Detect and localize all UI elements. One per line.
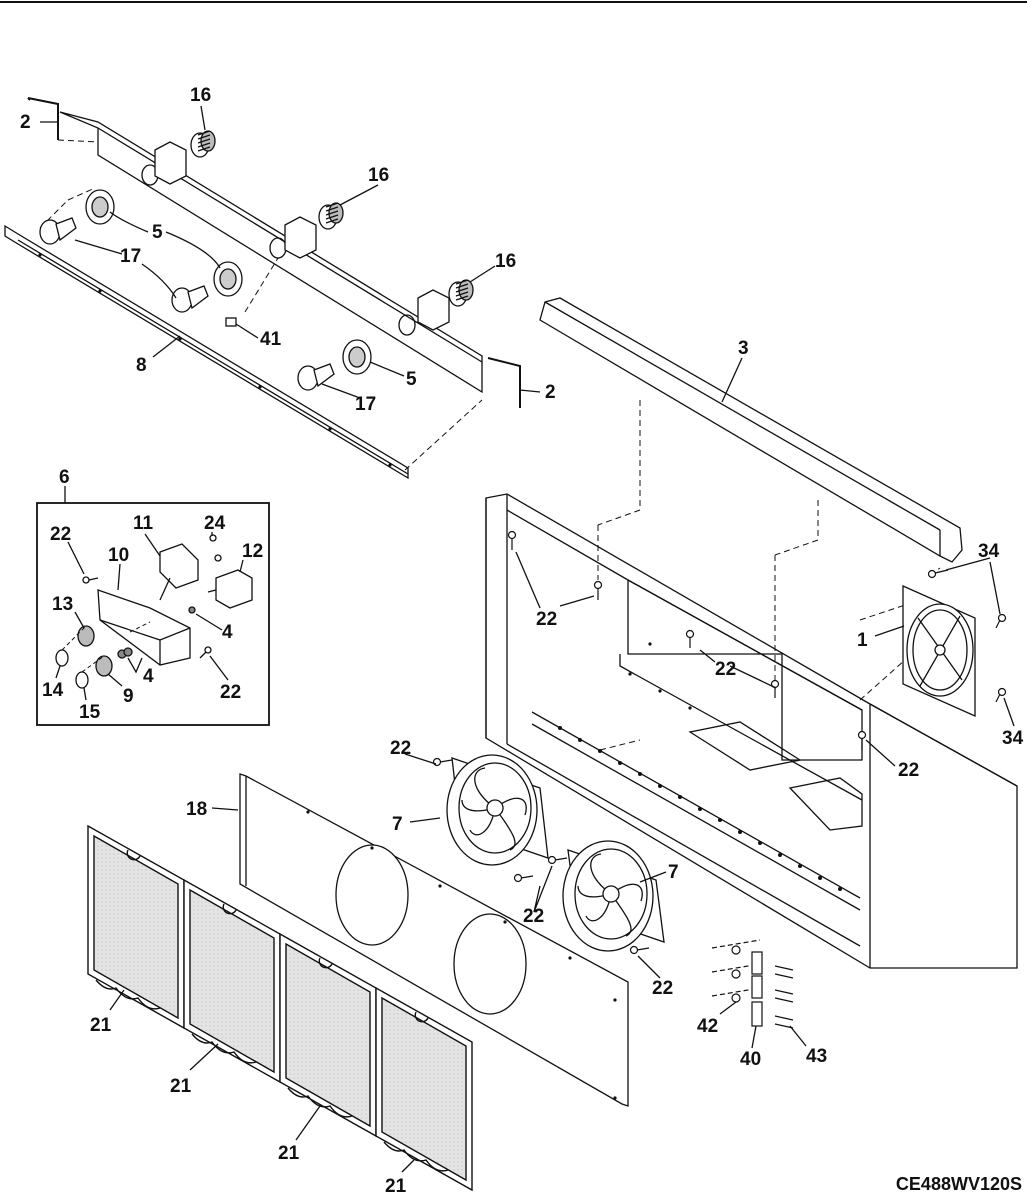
lamp-17b <box>172 286 208 312</box>
callout-22: 22 <box>50 524 71 545</box>
callout-16: 16 <box>190 85 211 106</box>
callout-13: 13 <box>52 594 73 615</box>
callout-34: 34 <box>1002 728 1024 749</box>
callout-2: 2 <box>20 112 31 133</box>
callout-2: 2 <box>545 382 556 403</box>
callout-17: 17 <box>355 394 376 415</box>
callout-16: 16 <box>495 251 516 272</box>
callout-5: 5 <box>406 369 417 390</box>
callout-1: 1 <box>857 630 868 651</box>
callout-43: 43 <box>806 1046 827 1067</box>
callout-18: 18 <box>186 799 207 820</box>
terminal-blocks <box>712 940 793 1028</box>
fan-guard-plate <box>903 586 975 716</box>
callout-3: 3 <box>738 338 749 359</box>
callout-15: 15 <box>79 702 101 723</box>
fan-7b <box>563 841 664 951</box>
callout-10: 10 <box>108 545 129 566</box>
callout-42: 42 <box>697 1016 718 1037</box>
reference-code: CE488WV120S <box>896 1174 1022 1194</box>
retainer-ring-b <box>214 262 242 296</box>
light-bar-assembly <box>5 98 520 478</box>
filter-1 <box>88 826 184 1028</box>
callout-9: 9 <box>123 686 134 707</box>
callout-22: 22 <box>898 760 919 781</box>
callout-16: 16 <box>368 165 389 186</box>
callout-12: 12 <box>242 541 263 562</box>
socket-16a <box>191 131 215 157</box>
callout-14: 14 <box>42 680 64 701</box>
end-bracket-left <box>28 98 58 140</box>
filter-4 <box>376 988 472 1190</box>
callout-11: 11 <box>133 513 154 534</box>
fan-7a <box>447 755 548 865</box>
callout-34: 34 <box>978 541 1000 562</box>
socket-16c <box>449 280 473 306</box>
callout-7: 7 <box>392 814 403 835</box>
lamp-17a <box>40 218 76 244</box>
callout-41: 41 <box>260 329 282 350</box>
callout-22: 22 <box>523 906 544 927</box>
callout-6: 6 <box>59 467 70 488</box>
socket-16b <box>319 203 343 229</box>
callout-22: 22 <box>715 659 736 680</box>
callout-21: 21 <box>170 1076 192 1097</box>
callout-8: 8 <box>136 355 147 376</box>
callout-22: 22 <box>390 738 411 759</box>
callout-22: 22 <box>652 978 673 999</box>
filter-3 <box>280 934 376 1136</box>
connector-41 <box>226 318 236 326</box>
callout-5: 5 <box>152 222 163 243</box>
retainer-ring-a <box>86 190 114 224</box>
top-cover <box>540 298 962 562</box>
end-bracket-right <box>488 358 520 408</box>
callout-21: 21 <box>90 1015 112 1036</box>
callout-4: 4 <box>143 666 154 687</box>
callout-22: 22 <box>220 682 241 703</box>
callout-22: 22 <box>536 609 557 630</box>
callout-7: 7 <box>668 862 679 883</box>
callout-21: 21 <box>385 1176 407 1195</box>
callout-40: 40 <box>740 1049 761 1070</box>
retainer-ring-c <box>343 340 371 374</box>
callout-4: 4 <box>222 622 233 643</box>
filter-2 <box>184 880 280 1082</box>
callout-21: 21 <box>278 1143 300 1164</box>
callout-24: 24 <box>204 513 226 534</box>
